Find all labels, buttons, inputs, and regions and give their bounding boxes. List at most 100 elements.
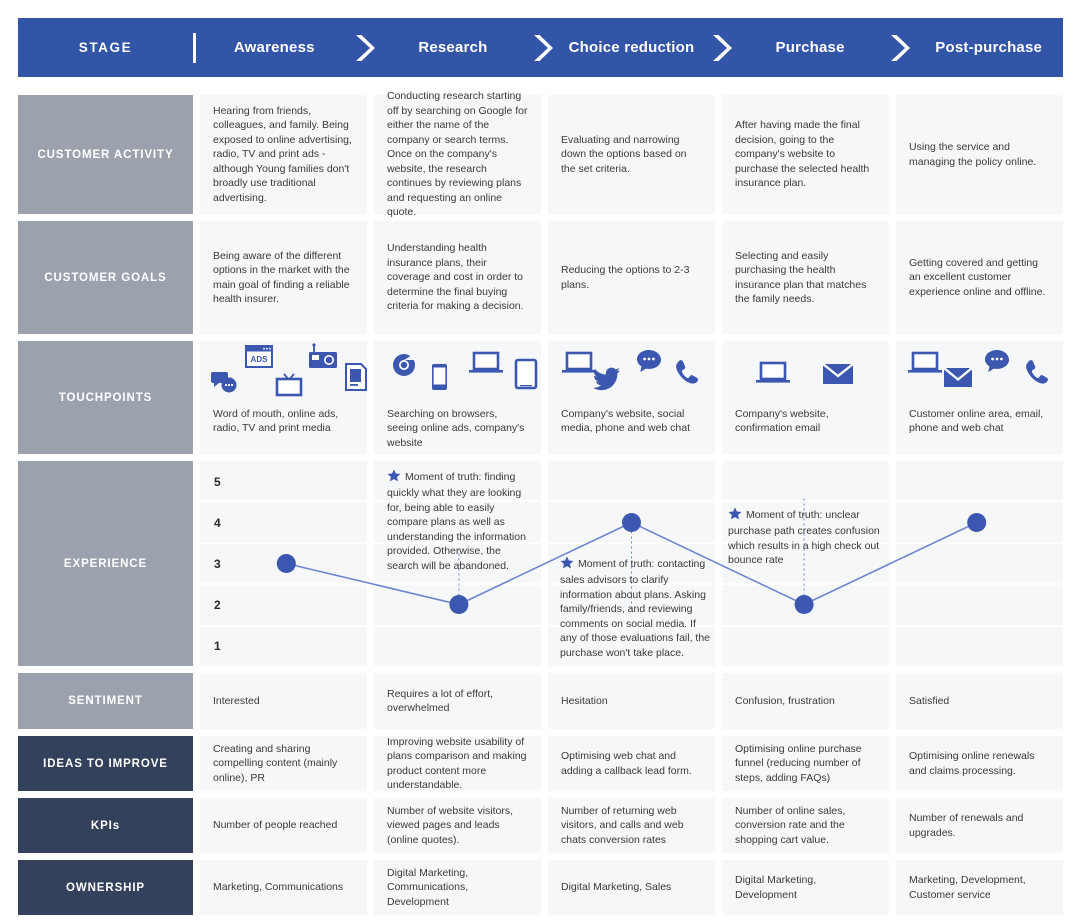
touchpoint-icon-group xyxy=(548,341,715,407)
cell-ideas-purchase: Optimising online purchase funnel (reduc… xyxy=(722,736,889,791)
touchpoint-text-choice-reduction: Company's website, social media, phone a… xyxy=(561,408,691,435)
cell-ideas-choice-reduction: Optimising web chat and adding a callbac… xyxy=(548,736,715,791)
row-label-experience: EXPERIENCE xyxy=(18,461,193,666)
chart-point-purchase[interactable] xyxy=(794,595,814,614)
cell-sentiment-purchase: Confusion, frustration xyxy=(722,673,889,729)
note-text: Moment of truth: unclear purchase path c… xyxy=(728,509,880,567)
chart-point-awareness[interactable] xyxy=(276,554,296,573)
cell-sentiment-choice-reduction: Hesitation xyxy=(548,673,715,729)
customer-journey-map: STAGE Awareness Research Choice reductio… xyxy=(18,18,1063,922)
chevron-right-icon xyxy=(527,33,557,63)
cell-customer-activity-purchase: After having made the final decision, go… xyxy=(722,95,889,214)
row-label-customer-activity: CUSTOMER ACTIVITY xyxy=(18,95,193,214)
row-cells: Hearing from friends, colleagues, and fa… xyxy=(200,90,1063,218)
cell-touchpoints-post-purchase: Customer online area, email, phone and w… xyxy=(896,341,1063,454)
star-icon xyxy=(387,469,401,486)
cell-ideas-awareness: Creating and sharing compelling content … xyxy=(200,736,367,791)
touchpoint-icon-group xyxy=(896,341,1063,407)
chat-bubble-icon xyxy=(984,349,1010,377)
chevron-right-icon xyxy=(706,33,736,63)
laptop-icon xyxy=(908,351,942,379)
stage-item-research[interactable]: Research xyxy=(418,39,488,56)
row-sentiment: SENTIMENT Interested Requires a lot of e… xyxy=(18,673,1063,729)
moment-of-truth-note-choice-reduction: Moment of truth: contacting sales adviso… xyxy=(560,556,710,660)
newspaper-icon xyxy=(344,363,368,395)
header-divider xyxy=(193,32,196,63)
row-cells: Creating and sharing compelling content … xyxy=(200,736,1063,791)
row-experience: EXPERIENCE 5 4 3 2 1 xyxy=(18,461,1063,667)
stage-item-choice-reduction[interactable]: Choice reduction xyxy=(568,39,695,56)
cell-touchpoints-awareness: ADS xyxy=(200,341,367,454)
touchpoint-icon-group xyxy=(722,341,889,407)
cell-customer-goals-post-purchase: Getting covered and getting an excellent… xyxy=(896,221,1063,334)
note-text: Moment of truth: finding quickly what th… xyxy=(387,471,526,572)
cell-touchpoints-research: Searching on browsers, seeing online ads… xyxy=(374,341,541,454)
envelope-icon xyxy=(943,367,973,392)
row-label-touchpoints: TOUCHPOINTS xyxy=(18,341,193,454)
row-customer-goals: CUSTOMER GOALS Being aware of the differ… xyxy=(18,221,1063,334)
row-label-ideas-to-improve: IDEAS TO IMPROVE xyxy=(18,736,193,791)
touchpoint-text-post-purchase: Customer online area, email, phone and w… xyxy=(909,408,1044,435)
cell-kpis-post-purchase: Number of renewals and upgrades. xyxy=(896,798,1063,853)
chat-bubble-icon xyxy=(636,349,662,377)
cell-ownership-research: Digital Marketing, Communications, Devel… xyxy=(374,860,541,915)
row-cells: Being aware of the different options in … xyxy=(200,221,1063,334)
cell-ideas-research: Improving website usability of plans com… xyxy=(374,736,541,791)
touchpoint-text-purchase: Company's website, confirmation email xyxy=(735,408,829,435)
experience-chart: 5 4 3 2 1 Moment of truth: finding quick… xyxy=(200,461,1063,667)
cell-ownership-awareness: Marketing, Communications xyxy=(200,860,367,915)
tablet-icon xyxy=(514,358,538,393)
cell-kpis-choice-reduction: Number of returning web visitors, and ca… xyxy=(548,798,715,853)
chevron-right-icon xyxy=(884,33,914,63)
cell-customer-goals-choice-reduction: Reducing the options to 2-3 plans. xyxy=(548,221,715,334)
row-cells: Marketing, Communications Digital Market… xyxy=(200,860,1063,915)
chart-point-choice-reduction[interactable] xyxy=(622,513,641,532)
chart-point-post-purchase[interactable] xyxy=(967,513,987,532)
star-icon xyxy=(728,507,742,524)
row-cells: Interested Requires a lot of effort, ove… xyxy=(200,673,1063,729)
row-ownership: OWNERSHIP Marketing, Communications Digi… xyxy=(18,860,1063,915)
radio-icon xyxy=(308,343,338,373)
laptop-icon xyxy=(562,351,596,379)
note-text: Moment of truth: contacting sales adviso… xyxy=(560,558,711,659)
tv-icon xyxy=(275,371,303,401)
cell-customer-activity-post-purchase: Using the service and managing the polic… xyxy=(896,95,1063,214)
cell-kpis-purchase: Number of online sales, conversion rate … xyxy=(722,798,889,853)
phone-handset-icon xyxy=(674,359,698,391)
row-label-ownership: OWNERSHIP xyxy=(18,860,193,915)
cell-ownership-choice-reduction: Digital Marketing, Sales xyxy=(548,860,715,915)
touchpoint-icon-group: ADS xyxy=(200,341,367,407)
stage-item-awareness[interactable]: Awareness xyxy=(233,39,315,56)
cell-customer-activity-choice-reduction: Evaluating and narrowing down the option… xyxy=(548,95,715,214)
smartphone-icon xyxy=(431,363,448,395)
cell-kpis-research: Number of website visitors, viewed pages… xyxy=(374,798,541,853)
stage-item-post-purchase[interactable]: Post-purchase xyxy=(935,39,1043,56)
cell-ownership-post-purchase: Marketing, Development, Customer service xyxy=(896,860,1063,915)
cell-customer-activity-awareness: Hearing from friends, colleagues, and fa… xyxy=(200,95,367,214)
touchpoint-text-awareness: Word of mouth, online ads, radio, TV and… xyxy=(213,408,339,435)
laptop-icon xyxy=(756,361,790,389)
cell-sentiment-research: Requires a lot of effort, overwhelmed xyxy=(374,673,541,729)
row-label-sentiment: SENTIMENT xyxy=(18,673,193,729)
cell-ideas-post-purchase: Optimising online renewals and claims pr… xyxy=(896,736,1063,791)
row-cells: ADS xyxy=(200,341,1063,454)
cell-sentiment-post-purchase: Satisfied xyxy=(896,673,1063,729)
touchpoint-text-research: Searching on browsers, seeing online ads… xyxy=(387,408,525,449)
moment-of-truth-note-purchase: Moment of truth: unclear purchase path c… xyxy=(728,507,880,568)
touchpoint-icon-group xyxy=(374,341,541,407)
laptop-icon xyxy=(469,351,503,379)
cell-touchpoints-purchase: Company's website, confirmation email xyxy=(722,341,889,454)
cell-sentiment-awareness: Interested xyxy=(200,673,367,729)
chevron-right-icon xyxy=(349,33,379,63)
row-kpis: KPIs Number of people reached Number of … xyxy=(18,798,1063,853)
phone-handset-icon xyxy=(1024,359,1048,391)
envelope-icon xyxy=(822,363,854,389)
ads-browser-icon: ADS xyxy=(245,345,273,373)
cell-customer-activity-research: Conducting research starting off by sear… xyxy=(374,90,541,218)
moment-of-truth-note-research: Moment of truth: finding quickly what th… xyxy=(387,469,535,573)
chrome-browser-icon xyxy=(392,353,416,381)
chart-point-research[interactable] xyxy=(449,595,469,614)
chat-bubbles-icon xyxy=(210,369,238,397)
row-ideas-to-improve: IDEAS TO IMPROVE Creating and sharing co… xyxy=(18,736,1063,791)
stage-item-purchase[interactable]: Purchase xyxy=(775,39,845,56)
